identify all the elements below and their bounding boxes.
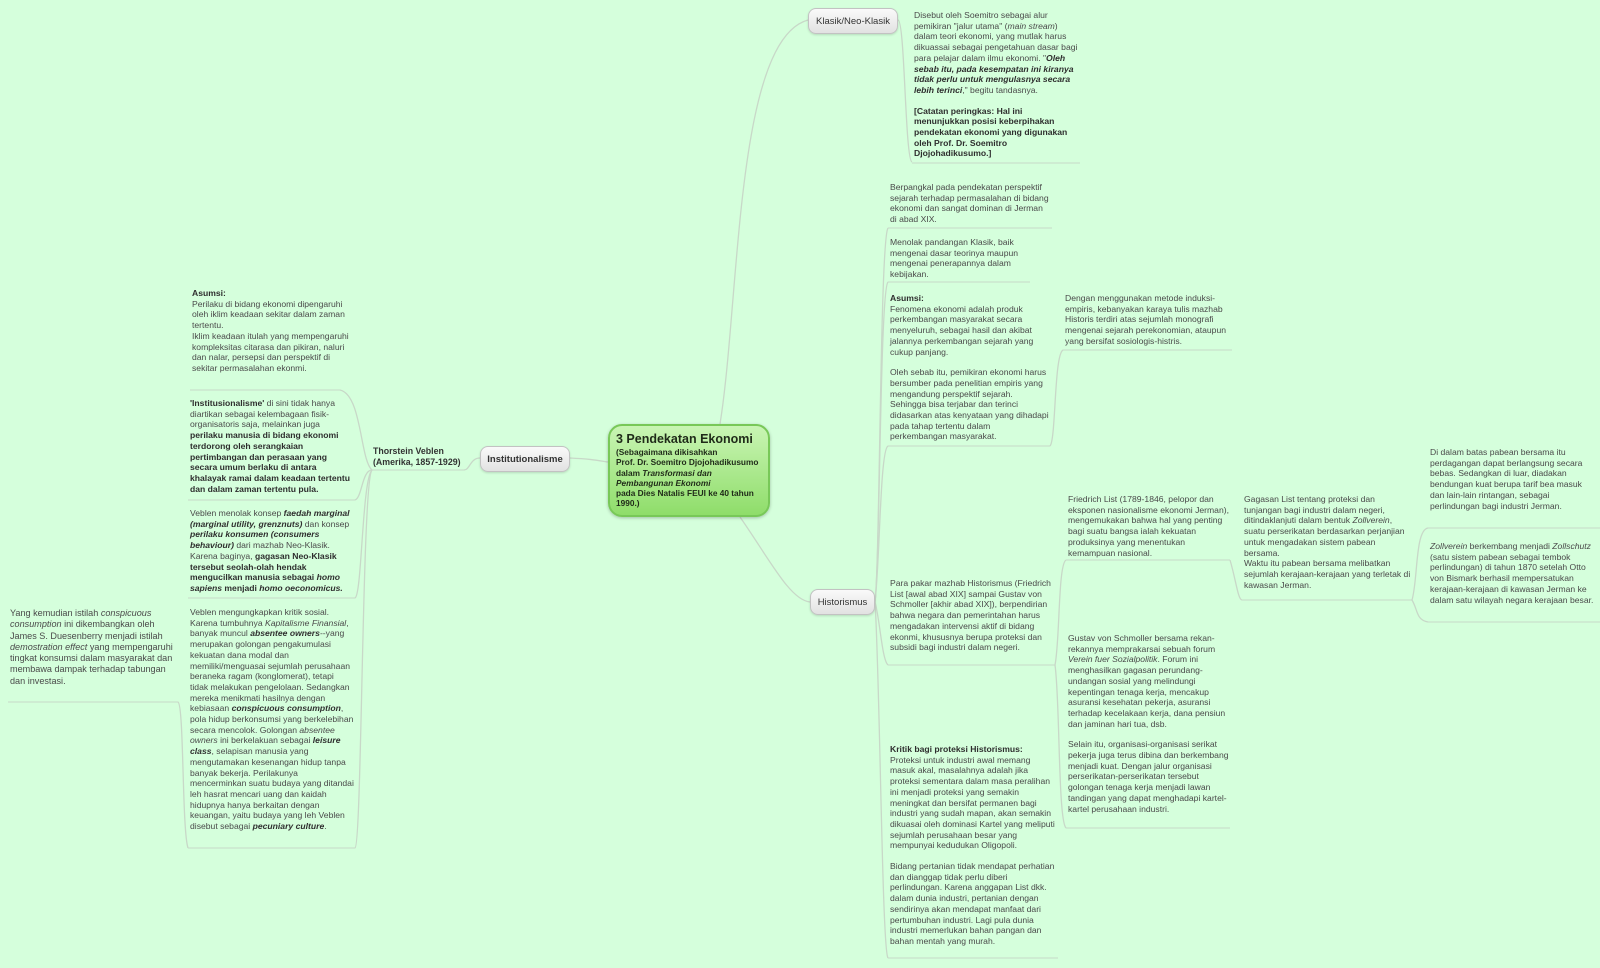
hist-note-para-pakar: Para pakar mazhab Historismus (Friedrich… xyxy=(890,578,1051,653)
inst-note-veblen-menolak: Veblen menolak konsep faedah marginal (m… xyxy=(190,508,350,593)
branch-historismus[interactable]: Historismus xyxy=(810,589,875,615)
inst-note-institusionalisme: 'Institusionalisme' di sini tidak hanya … xyxy=(190,398,351,494)
branch-institutionalisme[interactable]: Institutionalisme xyxy=(480,446,570,472)
inst-note-duesenberry: Yang kemudian istilah conspicuous consum… xyxy=(10,608,173,686)
hist-note-batas-pabean: Di dalam batas pabean bersama itu perdag… xyxy=(1430,447,1583,511)
central-topic-title: 3 Pendekatan Ekonomi xyxy=(616,432,753,446)
inst-note-kritik-sosial: Veblen mengungkapkan kritik sosial. Kare… xyxy=(190,607,354,832)
inst-note-asumsi: Asumsi: Perilaku di bidang ekonomi dipen… xyxy=(192,288,349,373)
hist-note-menolak: Menolak pandangan Klasik, baik mengenai … xyxy=(890,237,1019,280)
hist-note-berpangkal: Berpangkal pada pendekatan perspektif se… xyxy=(890,182,1049,225)
hist-note-asumsi: Asumsi: Fenomena ekonomi adalah produk p… xyxy=(890,293,1049,442)
central-topic-subtitle: (Sebagaimana dikisahkan Prof. Dr. Soemit… xyxy=(616,447,759,509)
hist-note-friedrich-list: Friedrich List (1789-1846, pelopor dan e… xyxy=(1068,494,1229,558)
central-topic[interactable]: 3 Pendekatan Ekonomi (Sebagaimana dikisa… xyxy=(608,424,770,517)
hist-note-induksi: Dengan menggunakan metode induksi-empiri… xyxy=(1065,293,1227,346)
hist-note-gagasan-list: Gagasan List tentang proteksi dan tunjan… xyxy=(1244,494,1411,590)
hist-note-zollverein: Zollverein berkembang menjadi Zollschutz… xyxy=(1430,541,1594,605)
hist-note-schmoller: Gustav von Schmoller bersama rekan-rekan… xyxy=(1068,633,1229,814)
hist-note-kritik-proteksi: Kritik bagi proteksi Historismus: Protek… xyxy=(890,744,1055,946)
thorstein-veblen-topic[interactable]: Thorstein Veblen (Amerika, 1857-1929) xyxy=(373,446,461,467)
catatan-peringkas: [Catatan peringkas: Hal ini menunjukkan … xyxy=(914,105,1068,159)
klasik-note: Disebut oleh Soemitro sebagai alur pemik… xyxy=(914,10,1078,159)
branch-klasik-neo-klasik[interactable]: Klasik/Neo-Klasik xyxy=(808,8,898,34)
